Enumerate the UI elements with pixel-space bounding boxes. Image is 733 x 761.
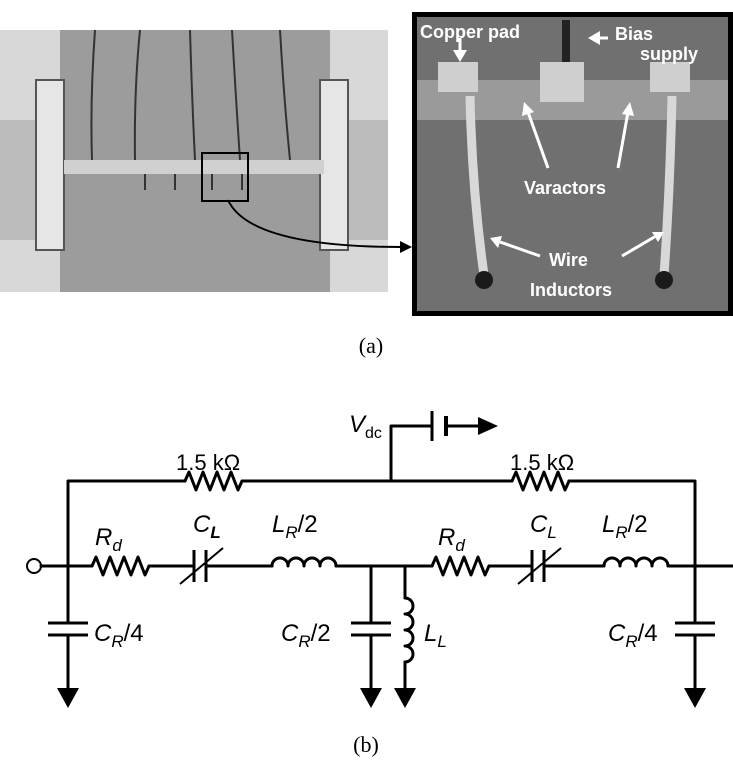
resistor-rd-left	[90, 555, 151, 577]
caption-b: (b)	[353, 732, 379, 757]
board-photo	[0, 29, 412, 292]
ground-arrow-vdc	[478, 417, 498, 435]
rd-right-label: Rd	[438, 524, 465, 555]
resistor-rd-right	[430, 555, 491, 577]
ground-arrow-left	[57, 688, 79, 708]
wire-label: Wire	[549, 250, 588, 270]
bias-supply-label-2: supply	[640, 44, 698, 64]
varactor-tuning-left	[179, 547, 224, 585]
varactor-tuning-right	[517, 547, 562, 585]
bias-resistor-right-label: 1.5 kΩ	[510, 450, 574, 475]
copper-pad-label: Copper pad	[420, 22, 520, 42]
lr-right-label: LR/2	[602, 511, 648, 542]
ll-label: LL	[424, 620, 447, 651]
cr-mid-label: CR/2	[281, 620, 331, 651]
cl-left-label: CL	[193, 511, 221, 542]
rd-left-label: Rd	[95, 524, 122, 555]
cr-left-label: CR/4	[94, 620, 144, 651]
ground-arrow-mid-ind	[394, 688, 416, 708]
inductor-ll	[403, 596, 415, 664]
vdc-label: Vdc	[349, 411, 382, 442]
ground-arrow-right	[684, 688, 706, 708]
caption-a: (a)	[359, 333, 383, 358]
resistor-bias-right	[510, 470, 571, 492]
bias-supply-label-1: Bias	[615, 24, 653, 44]
circuit-schematic	[26, 411, 733, 708]
lr-left-label: LR/2	[272, 511, 318, 542]
inductors-label: Inductors	[530, 280, 612, 300]
cl-right-label: CL	[530, 511, 557, 542]
resistor-bias-left	[183, 470, 244, 492]
varactors-label: Varactors	[524, 178, 606, 198]
inset-photo	[412, 12, 733, 316]
bias-resistor-left-label: 1.5 kΩ	[176, 450, 240, 475]
input-port	[26, 558, 42, 574]
ground-arrow-mid-cap	[360, 688, 382, 708]
inductor-lr-right	[602, 556, 670, 568]
cr-right-label: CR/4	[608, 620, 658, 651]
inductor-lr-left	[270, 556, 338, 568]
